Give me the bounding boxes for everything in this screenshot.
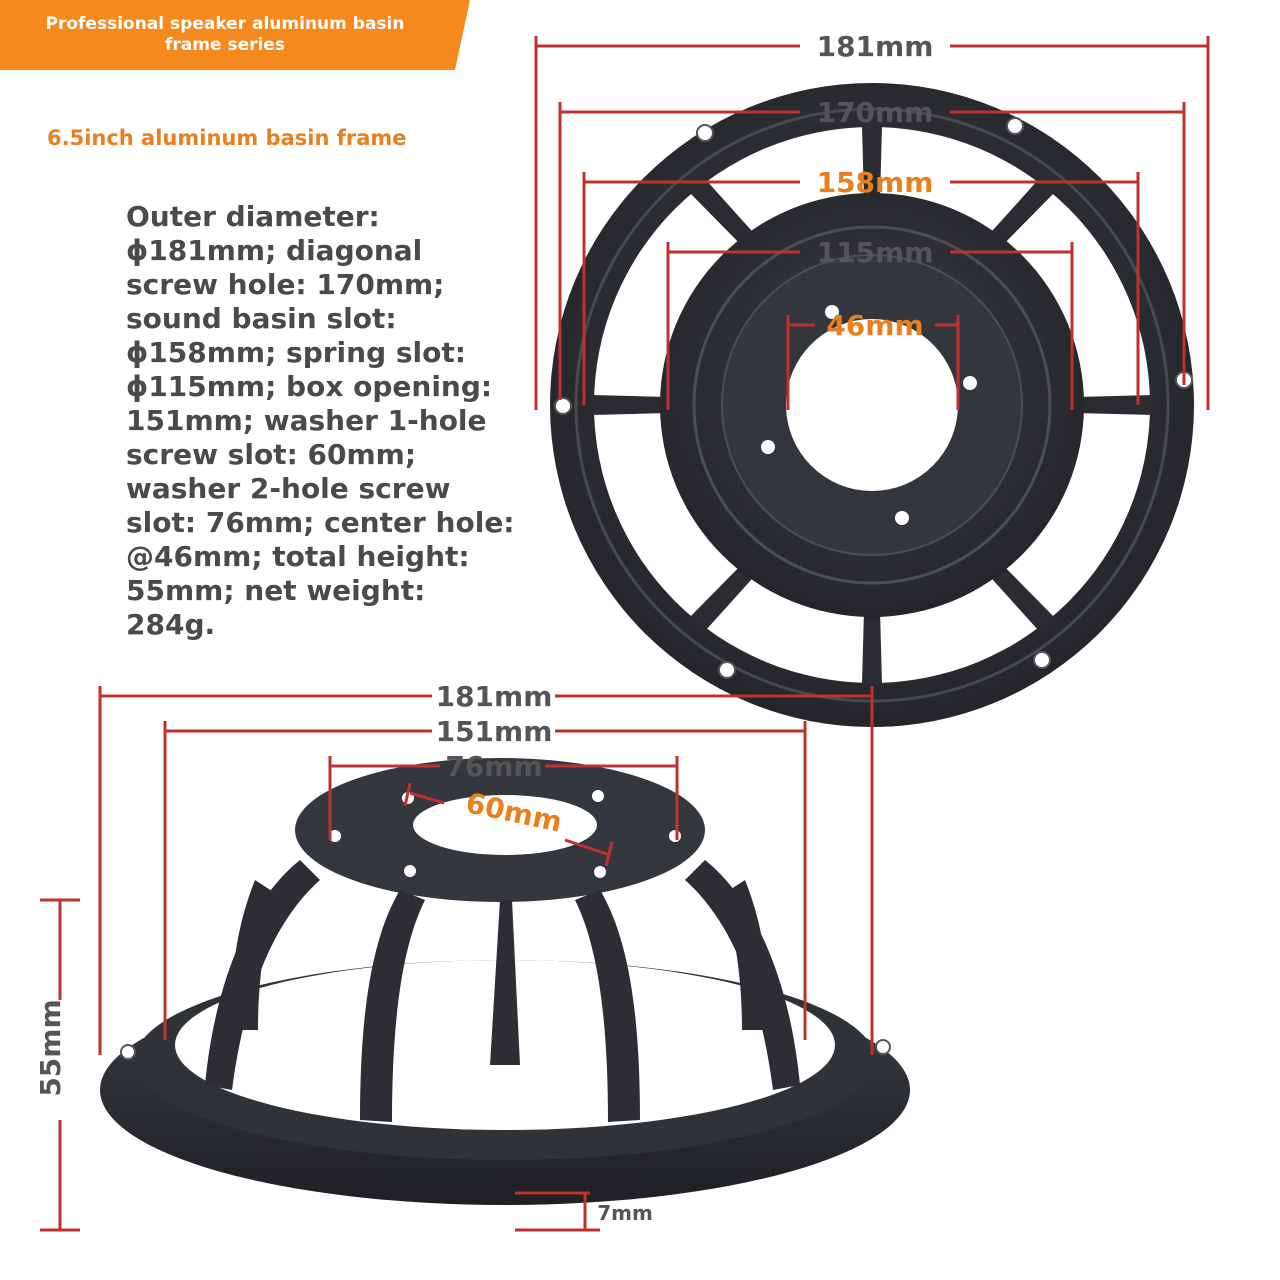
top-view-dimension-labels: 181mm 170mm 158mm 115mm 46mm [817, 30, 934, 342]
side-view-dimension-lines [40, 686, 874, 1232]
top-view-frame [550, 83, 1194, 727]
spec-line: @46mm; total height: [126, 540, 470, 573]
side-view-frame [100, 758, 910, 1205]
spec-line: screw slot: 60mm; [126, 438, 417, 471]
top-view-dimension-lines [534, 36, 1210, 410]
banner-title-line2: frame series [165, 35, 285, 55]
dim-label-two-hole-slot: 76mm [445, 750, 542, 783]
dim-label-screw-hole: 170mm [817, 96, 934, 129]
spec-description: Outer diameter: ϕ181mm; diagonal screw h… [126, 200, 536, 642]
spec-line: sound basin slot: [126, 302, 397, 335]
spec-line: ϕ158mm; spring slot: [126, 336, 466, 369]
dim-label-center-hole: 46mm [826, 309, 923, 342]
spec-line: screw hole: 170mm; [126, 268, 445, 301]
dim-label-outer-diameter: 181mm [817, 30, 934, 63]
dim-label-box-opening: 151mm [436, 715, 553, 748]
spec-line: 151mm; washer 1-hole [126, 404, 487, 437]
header-banner: Professional speaker aluminum basin fram… [0, 0, 470, 70]
dim-label-total-height: 55mm [34, 999, 67, 1096]
dim-label-flange: 7mm [597, 1201, 653, 1225]
banner-title: Professional speaker aluminum basin fram… [0, 14, 450, 56]
spec-line: ϕ181mm; diagonal [126, 234, 423, 267]
spec-line: slot: 76mm; center hole: [126, 506, 515, 539]
spec-line: 55mm; net weight: [126, 574, 426, 607]
spec-line: washer 2-hole screw [126, 472, 451, 505]
banner-shape [0, 0, 470, 70]
dim-label-spring-slot: 115mm [817, 236, 934, 269]
spec-line: 284g. [126, 608, 216, 641]
banner-title-line1: Professional speaker aluminum basin [45, 14, 405, 34]
spec-line: Outer diameter: [126, 200, 380, 233]
dim-label-basin-slot: 158mm [817, 166, 934, 199]
product-subtitle: 6.5inch aluminum basin frame [47, 126, 407, 150]
dim-label-side-outer: 181mm [436, 680, 553, 713]
side-view-dimension-labels: 181mm 151mm 76mm 60mm 55mm 7mm [34, 680, 653, 1225]
spec-line: ϕ115mm; box opening: [126, 370, 493, 403]
